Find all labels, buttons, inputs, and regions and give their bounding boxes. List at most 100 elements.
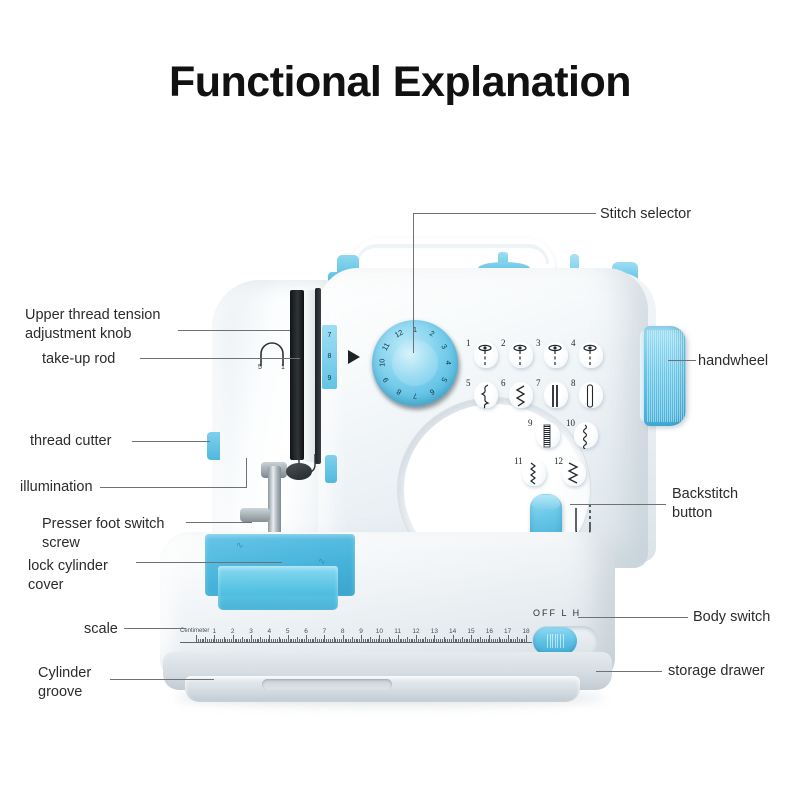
ruler-tick	[498, 637, 500, 642]
ruler-tick	[324, 635, 326, 642]
handwheel-rib	[679, 330, 680, 422]
ruler-tick	[487, 639, 489, 642]
ruler-tick	[392, 639, 394, 642]
ruler-number-4: 4	[267, 628, 272, 635]
ruler-tick	[373, 639, 375, 642]
bobbin-cover-lid[interactable]	[218, 566, 338, 610]
ruler-tick	[221, 639, 223, 642]
ruler-tick	[452, 635, 454, 642]
stitch-pattern-5: 5	[466, 378, 500, 414]
stitch-pattern-4: 4	[571, 338, 605, 374]
ruler-tick	[520, 639, 522, 642]
ruler-tick	[278, 637, 280, 642]
stitch-pattern-number: 4	[571, 338, 576, 348]
ruler-tick	[331, 639, 333, 642]
leader-scale-h	[124, 628, 186, 629]
ruler-tick	[386, 639, 388, 642]
stitch-selector-dial-center[interactable]	[392, 340, 438, 386]
ruler-tick	[216, 639, 218, 642]
ruler-tick	[366, 639, 368, 642]
callout-label-lock-cylinder-cover: lock cylinder cover	[28, 558, 108, 594]
ruler-tick	[353, 639, 355, 642]
ruler-tick	[388, 637, 390, 642]
ruler-tick	[483, 639, 485, 642]
ruler-tick	[461, 637, 463, 642]
ruler-tick	[293, 639, 295, 642]
ruler-tick	[368, 639, 370, 642]
ruler-tick	[238, 639, 240, 642]
stitch-pattern-number: 10	[566, 418, 575, 428]
ruler-tick	[225, 639, 227, 642]
stitch-pattern-number: 11	[514, 456, 523, 466]
ruler-tick	[474, 639, 476, 642]
stitch-pattern-bump	[544, 342, 568, 368]
ruler-tick	[416, 635, 417, 642]
ruler-tick	[263, 639, 265, 642]
body-switch-knob[interactable]	[533, 627, 577, 655]
ruler-tick	[504, 639, 505, 642]
presser-foot-switch-screw[interactable]	[240, 508, 270, 522]
ruler-tick	[243, 639, 245, 642]
ruler-tick	[370, 637, 372, 642]
stitch-pattern-7: 7	[536, 378, 570, 414]
stitch-pattern-2: 2	[501, 338, 535, 374]
leader-stitch-selector-h2	[413, 213, 581, 214]
ruler-tick	[458, 639, 460, 642]
ruler-tick	[500, 639, 502, 642]
ruler-tick	[467, 639, 469, 642]
presser-foot-release-knob[interactable]	[286, 463, 312, 480]
ruler-tick	[456, 639, 458, 642]
stitch-pattern-8: 8	[571, 378, 605, 414]
storage-drawer-handle[interactable]	[262, 679, 392, 690]
ruler-tick	[320, 639, 322, 642]
ruler-tick	[210, 639, 212, 642]
ruler-tick	[406, 637, 408, 642]
ruler-tick	[472, 639, 474, 642]
ruler-tick	[208, 639, 210, 642]
ruler-tick	[480, 637, 482, 642]
leader-backstitch-h	[570, 504, 666, 505]
ruler-tick	[298, 639, 300, 642]
callout-label-cylinder-groove: Cylinder groove	[38, 665, 92, 701]
handwheel-rib	[669, 330, 670, 422]
ruler-tick	[515, 639, 516, 642]
ruler-tick	[423, 639, 425, 642]
ruler-tick	[351, 637, 353, 642]
presser-foot-lever-tab[interactable]	[325, 455, 337, 483]
handwheel[interactable]	[644, 326, 686, 426]
backstitch-button-cap[interactable]	[532, 495, 560, 509]
ruler-number-15: 15	[467, 628, 475, 635]
ruler-tick	[494, 639, 496, 642]
ruler-tick	[282, 639, 284, 642]
ruler-tick	[346, 639, 348, 642]
stitch-pattern-12: 12	[554, 456, 588, 492]
ruler-tick	[509, 639, 511, 642]
tension-number-9: 9	[327, 374, 332, 382]
ruler-tick	[252, 639, 254, 642]
ruler-tick	[463, 639, 465, 642]
ruler-tick	[364, 639, 366, 642]
stitch-pattern-number: 9	[528, 418, 533, 428]
ruler-tick	[249, 639, 251, 642]
straight-stitch-icon	[512, 343, 528, 374]
ruler-tick	[289, 639, 291, 642]
wide-zigzag-stitch-icon	[565, 461, 581, 492]
ruler-tick	[489, 635, 491, 642]
handwheel-rib	[663, 330, 664, 422]
leader-cylinder-groove-h	[110, 679, 214, 680]
ruler-tick	[262, 639, 263, 642]
ruler-tick	[300, 639, 302, 642]
ruler-number-18: 18	[522, 628, 530, 635]
ruler-tick	[276, 639, 278, 642]
thread-cutter-tab[interactable]	[207, 432, 220, 460]
handwheel-rib	[655, 330, 656, 422]
ruler-tick	[377, 639, 379, 642]
handwheel-rib	[683, 330, 684, 422]
ruler-tick	[414, 639, 416, 642]
callout-label-scale: scale	[84, 621, 118, 637]
cover-mark-left: ∿	[236, 540, 244, 550]
ruler-tick	[493, 639, 494, 642]
ruler-tick	[518, 639, 520, 642]
ruler-tick	[511, 639, 513, 642]
